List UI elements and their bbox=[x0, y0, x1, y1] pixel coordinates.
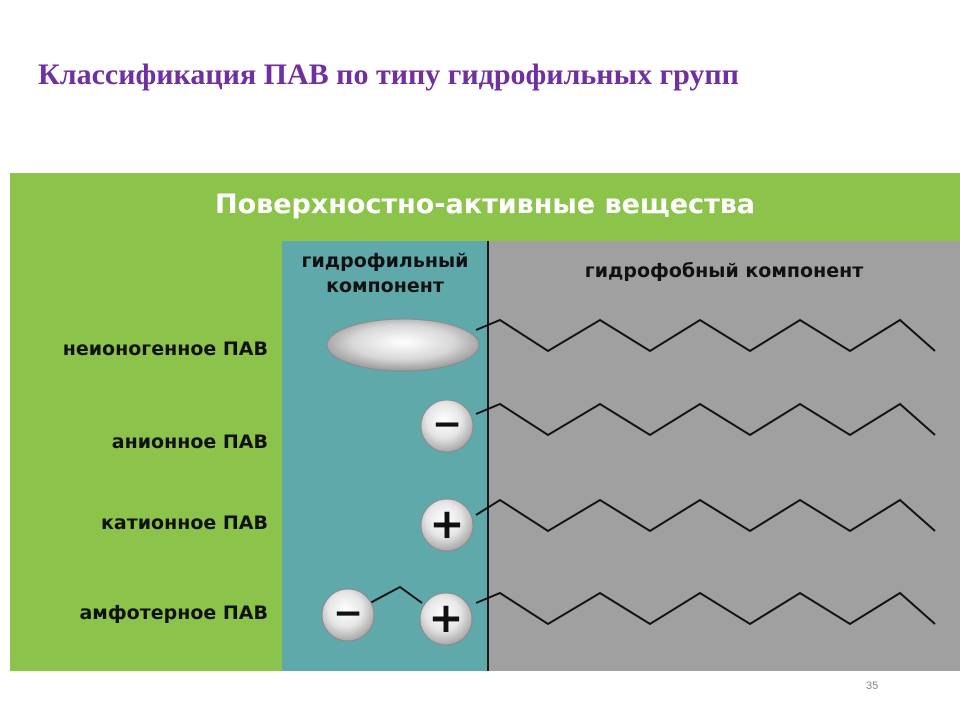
anionic-head-circle bbox=[420, 399, 474, 453]
nonionic-head-ellipse bbox=[326, 318, 480, 372]
row-label-amphoteric: амфотерное ПАВ bbox=[79, 602, 268, 624]
page-number: 35 bbox=[866, 680, 879, 692]
amphoteric-linker bbox=[369, 585, 423, 604]
molecules-graphic: − + − + bbox=[321, 318, 936, 646]
cationic-plus-sign: + bbox=[429, 499, 464, 548]
anionic-minus-sign: − bbox=[432, 404, 462, 445]
slide-title: Классификация ПАВ по типу гидрофильных г… bbox=[38, 58, 739, 91]
amphoteric-minus-sign: − bbox=[333, 593, 363, 634]
tail-chain-nonionic bbox=[475, 318, 936, 353]
row-label-nonionic: неионогенное ПАВ bbox=[62, 338, 268, 360]
hydrophilic-column-label: гидрофильный компонент bbox=[301, 250, 469, 297]
amphoteric-minus-circle bbox=[321, 588, 375, 642]
tail-chain-amphoteric bbox=[475, 591, 936, 626]
tail-chain-anionic bbox=[475, 402, 936, 437]
amphoteric-plus-circle bbox=[419, 592, 473, 646]
cationic-head-circle bbox=[420, 498, 474, 552]
surfactant-diagram: Поверхностно-активные вещества гидрофиль… bbox=[10, 173, 960, 671]
amphoteric-plus-sign: + bbox=[428, 593, 463, 642]
tail-chain-cationic bbox=[475, 498, 936, 533]
hydrophobic-column-label: гидрофобный компонент bbox=[584, 260, 864, 282]
hydrophobic-column bbox=[488, 241, 960, 671]
diagram-header: Поверхностно-активные вещества bbox=[214, 189, 756, 220]
column-divider bbox=[487, 241, 489, 671]
row-label-cationic: катионное ПАВ bbox=[101, 512, 268, 534]
row-label-anionic: анионное ПАВ bbox=[111, 431, 268, 453]
